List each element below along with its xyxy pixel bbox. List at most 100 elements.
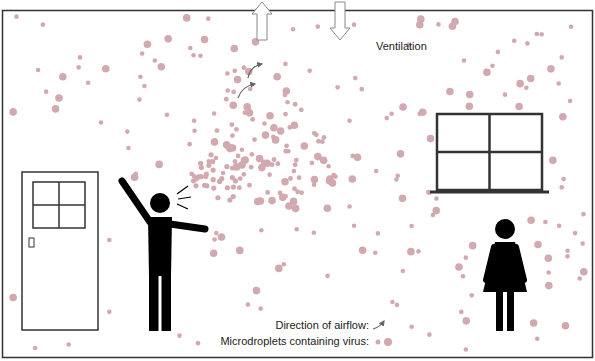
virus-droplet	[99, 120, 104, 125]
virus-droplet	[293, 102, 298, 107]
virus-droplet	[199, 165, 204, 170]
virus-droplet	[215, 128, 220, 133]
virus-droplet	[192, 118, 197, 123]
virus-droplet	[187, 142, 192, 147]
virus-droplet	[242, 65, 247, 70]
virus-droplet	[253, 287, 261, 295]
virus-droplet	[66, 342, 71, 347]
virus-droplet	[436, 22, 441, 27]
virus-droplet	[231, 184, 236, 189]
virus-droplet	[333, 174, 338, 179]
virus-droplet	[164, 35, 172, 43]
virus-droplet	[241, 157, 246, 162]
area-label: Ventilation	[376, 40, 427, 53]
virus-droplet	[527, 75, 535, 83]
virus-droplet	[397, 150, 405, 158]
door	[22, 172, 98, 330]
virus-droplet	[246, 302, 251, 307]
virus-droplet	[165, 113, 170, 118]
virus-droplet	[262, 131, 270, 139]
virus-droplet	[376, 231, 381, 236]
virus-droplet	[374, 169, 379, 174]
virus-droplet	[258, 306, 263, 311]
virus-droplet	[459, 310, 464, 315]
virus-droplet	[287, 125, 292, 130]
virus-droplet	[543, 220, 548, 225]
virus-droplet	[270, 162, 275, 167]
virus-droplet	[259, 228, 264, 233]
virus-droplet	[310, 161, 315, 166]
virus-droplet	[329, 179, 337, 187]
virus-droplet	[210, 159, 215, 164]
virus-droplet	[353, 76, 358, 81]
virus-droplet	[144, 40, 152, 48]
virus-droplet	[281, 262, 286, 267]
virus-droplet	[246, 109, 254, 117]
virus-droplet	[102, 65, 110, 73]
virus-droplet	[138, 74, 143, 79]
virus-droplet	[208, 152, 213, 157]
virus-droplet	[236, 154, 241, 159]
virus-droplet	[230, 133, 235, 138]
virus-droplet	[255, 289, 260, 294]
virus-droplet	[248, 87, 253, 92]
virus-droplet	[107, 238, 112, 243]
virus-droplet	[183, 14, 191, 22]
virus-droplet	[237, 185, 242, 190]
virus-droplet	[294, 158, 299, 163]
virus-droplet	[565, 248, 570, 253]
virus-droplet	[431, 213, 436, 218]
virus-droplet	[240, 147, 245, 152]
virus-droplet	[283, 62, 288, 67]
virus-droplet	[561, 177, 566, 182]
legend-airflow-sample	[373, 321, 384, 329]
virus-droplet	[271, 134, 276, 139]
virus-droplet	[527, 216, 535, 224]
virus-droplet	[230, 45, 238, 53]
speaking-person	[122, 181, 205, 331]
ventilation-out-arrow	[252, 2, 272, 40]
virus-droplet	[314, 153, 322, 161]
virus-droplet	[234, 76, 242, 84]
virus-droplet	[534, 32, 539, 37]
virus-droplet	[395, 173, 400, 178]
virus-droplet	[294, 227, 299, 232]
virus-droplet	[224, 97, 229, 102]
virus-droplet	[316, 139, 321, 144]
virus-droplet	[354, 153, 362, 161]
virus-droplet	[546, 270, 551, 275]
virus-droplet	[512, 38, 517, 43]
virus-droplet	[9, 294, 17, 302]
virus-droplet	[535, 336, 540, 341]
virus-droplet	[233, 163, 241, 171]
virus-droplet	[188, 46, 193, 51]
virus-droplet	[201, 36, 209, 44]
virus-droplet	[401, 269, 406, 274]
virus-droplet	[275, 161, 280, 166]
virus-droplet	[191, 53, 196, 58]
virus-droplet	[177, 333, 182, 338]
virus-droplet	[427, 332, 432, 337]
virus-droplet	[373, 250, 378, 255]
virus-droplet	[236, 247, 244, 255]
virus-droplet	[534, 241, 542, 249]
virus-droplet	[293, 162, 298, 167]
virus-droplet	[59, 73, 67, 81]
virus-droplet	[549, 156, 557, 164]
virus-droplet	[137, 97, 142, 102]
virus-droplet	[9, 108, 17, 116]
virus-droplet	[580, 268, 588, 276]
virus-droplet	[399, 103, 407, 111]
virus-droplet	[266, 112, 274, 120]
room-wall	[3, 11, 593, 358]
virus-droplet	[446, 88, 454, 96]
virus-droplet	[212, 111, 217, 116]
virus-droplet	[455, 263, 463, 271]
virus-droplet	[568, 99, 573, 104]
virus-droplet	[211, 185, 216, 190]
virus-droplet	[211, 138, 219, 146]
virus-droplet	[225, 88, 230, 93]
virus-droplet	[559, 185, 564, 190]
